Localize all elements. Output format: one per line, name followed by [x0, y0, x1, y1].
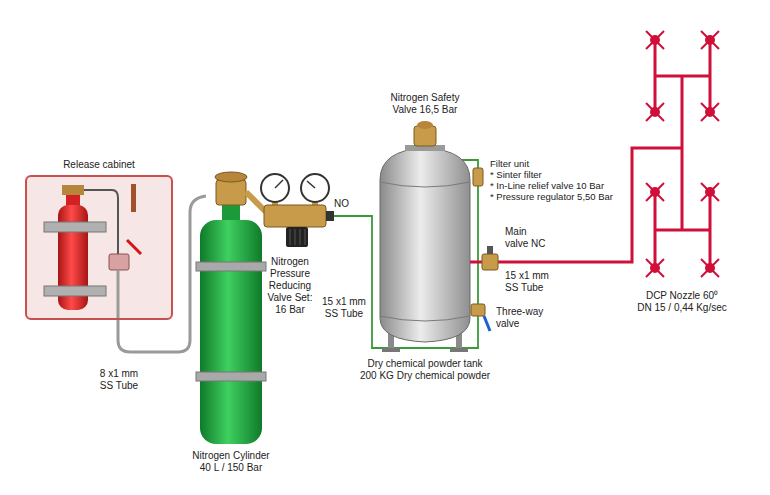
component-label: Nitrogen Pressure Reducing Valve Set: 16…: [262, 256, 318, 316]
tube-label: 15 x1 mm SS Tube: [320, 296, 368, 320]
three-way-valve: [471, 304, 485, 316]
gauge-needle: [275, 180, 283, 188]
tank-foot: [382, 348, 400, 352]
component-label: Filter unit: [490, 158, 630, 169]
cylinder-valve: [62, 185, 84, 195]
component-label: Main valve NC: [505, 226, 550, 250]
nozzle-cross: [701, 259, 719, 277]
clamp: [196, 372, 266, 381]
cabinet-heading: Release cabinet: [27, 159, 171, 171]
reducing-valve: [264, 205, 326, 227]
handwheel: [215, 172, 247, 182]
nitrogen-cylinder: [200, 220, 262, 444]
knob-ridges: [290, 229, 305, 245]
control-head: [109, 254, 129, 270]
clamp: [196, 262, 266, 271]
bullet-note: * In-Line relief valve 10 Bar: [490, 180, 630, 191]
pressure-gauge: [261, 174, 289, 202]
bullet-note: * Pressure regulator 5,50 Bar: [490, 191, 630, 202]
ss-tube: [118, 196, 206, 352]
state-label: NO: [334, 198, 358, 210]
component-label: Three-way valve: [496, 306, 551, 330]
component-note: 200 KG Dry chemical powder: [345, 370, 505, 382]
gauge-needle: [307, 181, 315, 188]
outlet-valve: [326, 211, 334, 221]
cylinder-neck: [66, 193, 80, 207]
tube-label: 15 x1 mm SS Tube: [505, 270, 555, 294]
release-cabinet-box: Release cabinet: [25, 175, 173, 320]
dcp-nozzles: [646, 31, 719, 277]
tube-label: 8 x1 mm SS Tube: [96, 368, 142, 392]
tank-foot: [450, 348, 468, 352]
adjust-knob: [286, 227, 308, 247]
pressure-gauge: [301, 174, 329, 202]
filter-unit: [473, 168, 483, 186]
nozzle-cross: [701, 31, 719, 49]
tank-seam: [380, 182, 470, 321]
ss-tube: [117, 270, 120, 320]
clamp: [44, 286, 106, 296]
main-valve: [482, 254, 498, 270]
actuator-hose: [84, 190, 118, 254]
powder-tank: [380, 148, 470, 342]
cylinder-valve: [216, 180, 246, 205]
discharge-pipe: [470, 40, 710, 268]
component-label: Nitrogen Cylinder 40 L / 150 Bar: [186, 450, 276, 474]
nozzle-cross: [646, 183, 664, 201]
valve-actuator: [487, 246, 493, 254]
valve-cap: [417, 121, 433, 129]
valve-handle: [484, 316, 490, 331]
nozzle-cross: [701, 103, 719, 121]
nozzle-cross: [646, 103, 664, 121]
component-label: DCP Nozzle 60⁰: [622, 290, 742, 302]
component-label: Nitrogen Safety Valve 16,5 Bar: [385, 92, 465, 116]
release-lever: [127, 240, 141, 254]
nozzle-cross: [646, 259, 664, 277]
nozzle-cross: [701, 183, 719, 201]
component-label: Dry chemical powder tank: [345, 358, 505, 370]
pull-handle: [131, 184, 136, 212]
clamp: [44, 222, 106, 232]
component-note: DN 15 / 0,44 Kg/sec: [622, 302, 742, 314]
bullet-note: * Sinter filter: [490, 169, 630, 180]
nozzle-cross: [646, 31, 664, 49]
cabinet-ground: [25, 175, 173, 320]
